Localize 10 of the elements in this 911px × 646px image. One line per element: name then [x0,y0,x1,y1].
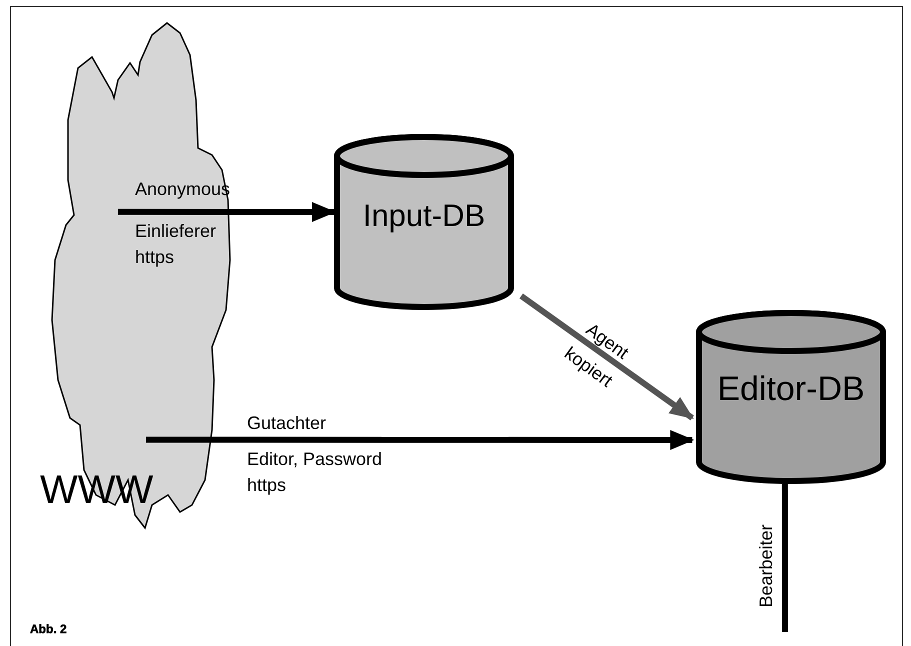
arrow [519,293,694,420]
edge-label: Gutachter [247,412,328,435]
database-label: Editor-DB [716,370,866,409]
arrow [146,430,694,450]
arrow [118,202,336,222]
connection-note: Einlieferer https [135,220,218,270]
database-label: Input-DB [362,198,486,234]
figure-caption: Abb. 2 [30,622,67,636]
connection-note: Editor, Password https [247,448,384,498]
edge-label: Bearbeiter [755,523,777,610]
